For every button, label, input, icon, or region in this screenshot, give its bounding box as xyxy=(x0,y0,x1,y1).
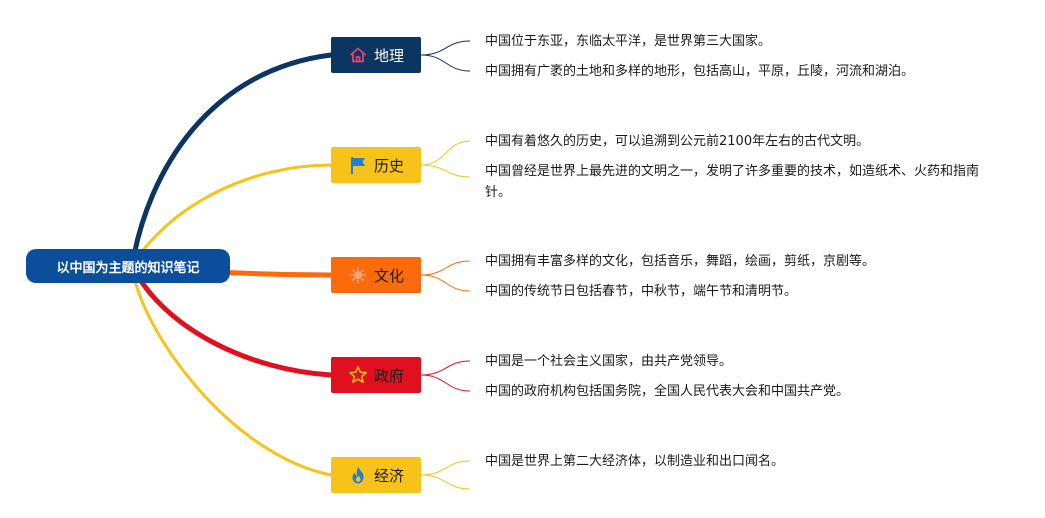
leaf-line-history-2 xyxy=(420,164,471,178)
topic-culture[interactable]: 文化 xyxy=(331,257,421,293)
leaf-line-government-1 xyxy=(420,360,471,376)
topic-label: 经济 xyxy=(373,466,404,485)
topic-label: 地理 xyxy=(373,46,404,65)
note-culture-1: 中国拥有丰富多样的文化，包括音乐，舞蹈，绘画，剪纸，京剧等。 xyxy=(485,254,876,269)
flame-icon-shape xyxy=(352,466,364,484)
topic-label: 文化 xyxy=(373,266,404,285)
note-government-2: 中国的政府机构包括国务院，全国人民代表大会和中国共产党。 xyxy=(485,384,850,399)
leaf-line-history-1 xyxy=(420,140,471,166)
note-culture-2: 中国的传统节日包括春节，中秋节，端午节和清明节。 xyxy=(485,284,798,299)
note-history-2: 中国曾经是世界上最先进的文明之一，发明了许多重要的技术，如造纸术、火药和指南针。 xyxy=(485,164,980,200)
topic-government[interactable]: 政府 xyxy=(331,357,421,393)
flag-icon xyxy=(348,155,368,175)
house-icon xyxy=(348,45,368,65)
branch-line-geography xyxy=(129,52,334,269)
branch-line-government xyxy=(129,263,334,378)
root-topic[interactable]: 以中国为主题的知识笔记 xyxy=(26,249,230,283)
leaf-line-government-2 xyxy=(420,374,471,392)
star-icon-shape xyxy=(349,366,367,383)
note-geography-1: 中国位于东亚，东临太平洋，是世界第三大国家。 xyxy=(485,34,772,49)
leaf-line-economy-2 xyxy=(420,474,471,490)
leaf-line-geography-2 xyxy=(420,54,471,72)
house-icon-shape xyxy=(349,47,367,63)
star-icon xyxy=(348,365,368,385)
note-geography-2: 中国拥有广袤的土地和多样的地形，包括高山，平原，丘陵，河流和湖泊。 xyxy=(485,64,915,79)
topic-label: 政府 xyxy=(373,366,404,385)
leaf-line-culture-1 xyxy=(420,260,471,276)
flag-icon-shape xyxy=(350,157,365,174)
topic-label: 历史 xyxy=(373,156,404,175)
leaf-line-economy-1 xyxy=(420,460,471,476)
branch-line-economy xyxy=(130,264,333,477)
topic-geography[interactable]: 地理 xyxy=(331,37,421,73)
root-topic-label: 以中国为主题的知识笔记 xyxy=(56,260,200,276)
note-economy-1: 中国是世界上第二大经济体，以制造业和出口闻名。 xyxy=(485,454,785,469)
branch-line-history xyxy=(130,163,333,268)
note-government-1: 中国是一个社会主义国家，由共产党领导。 xyxy=(485,354,733,369)
sun-icon xyxy=(348,265,368,285)
topic-economy[interactable]: 经济 xyxy=(331,457,421,493)
flame-icon xyxy=(348,465,368,485)
topic-history[interactable]: 历史 xyxy=(331,147,421,183)
note-history-1: 中国有着悠久的历史，可以追溯到公元前2100年左右的古代文明。 xyxy=(485,134,870,149)
leaf-line-culture-2 xyxy=(420,274,471,292)
sun-icon-shape xyxy=(349,266,367,284)
leaf-line-geography-1 xyxy=(420,40,471,56)
